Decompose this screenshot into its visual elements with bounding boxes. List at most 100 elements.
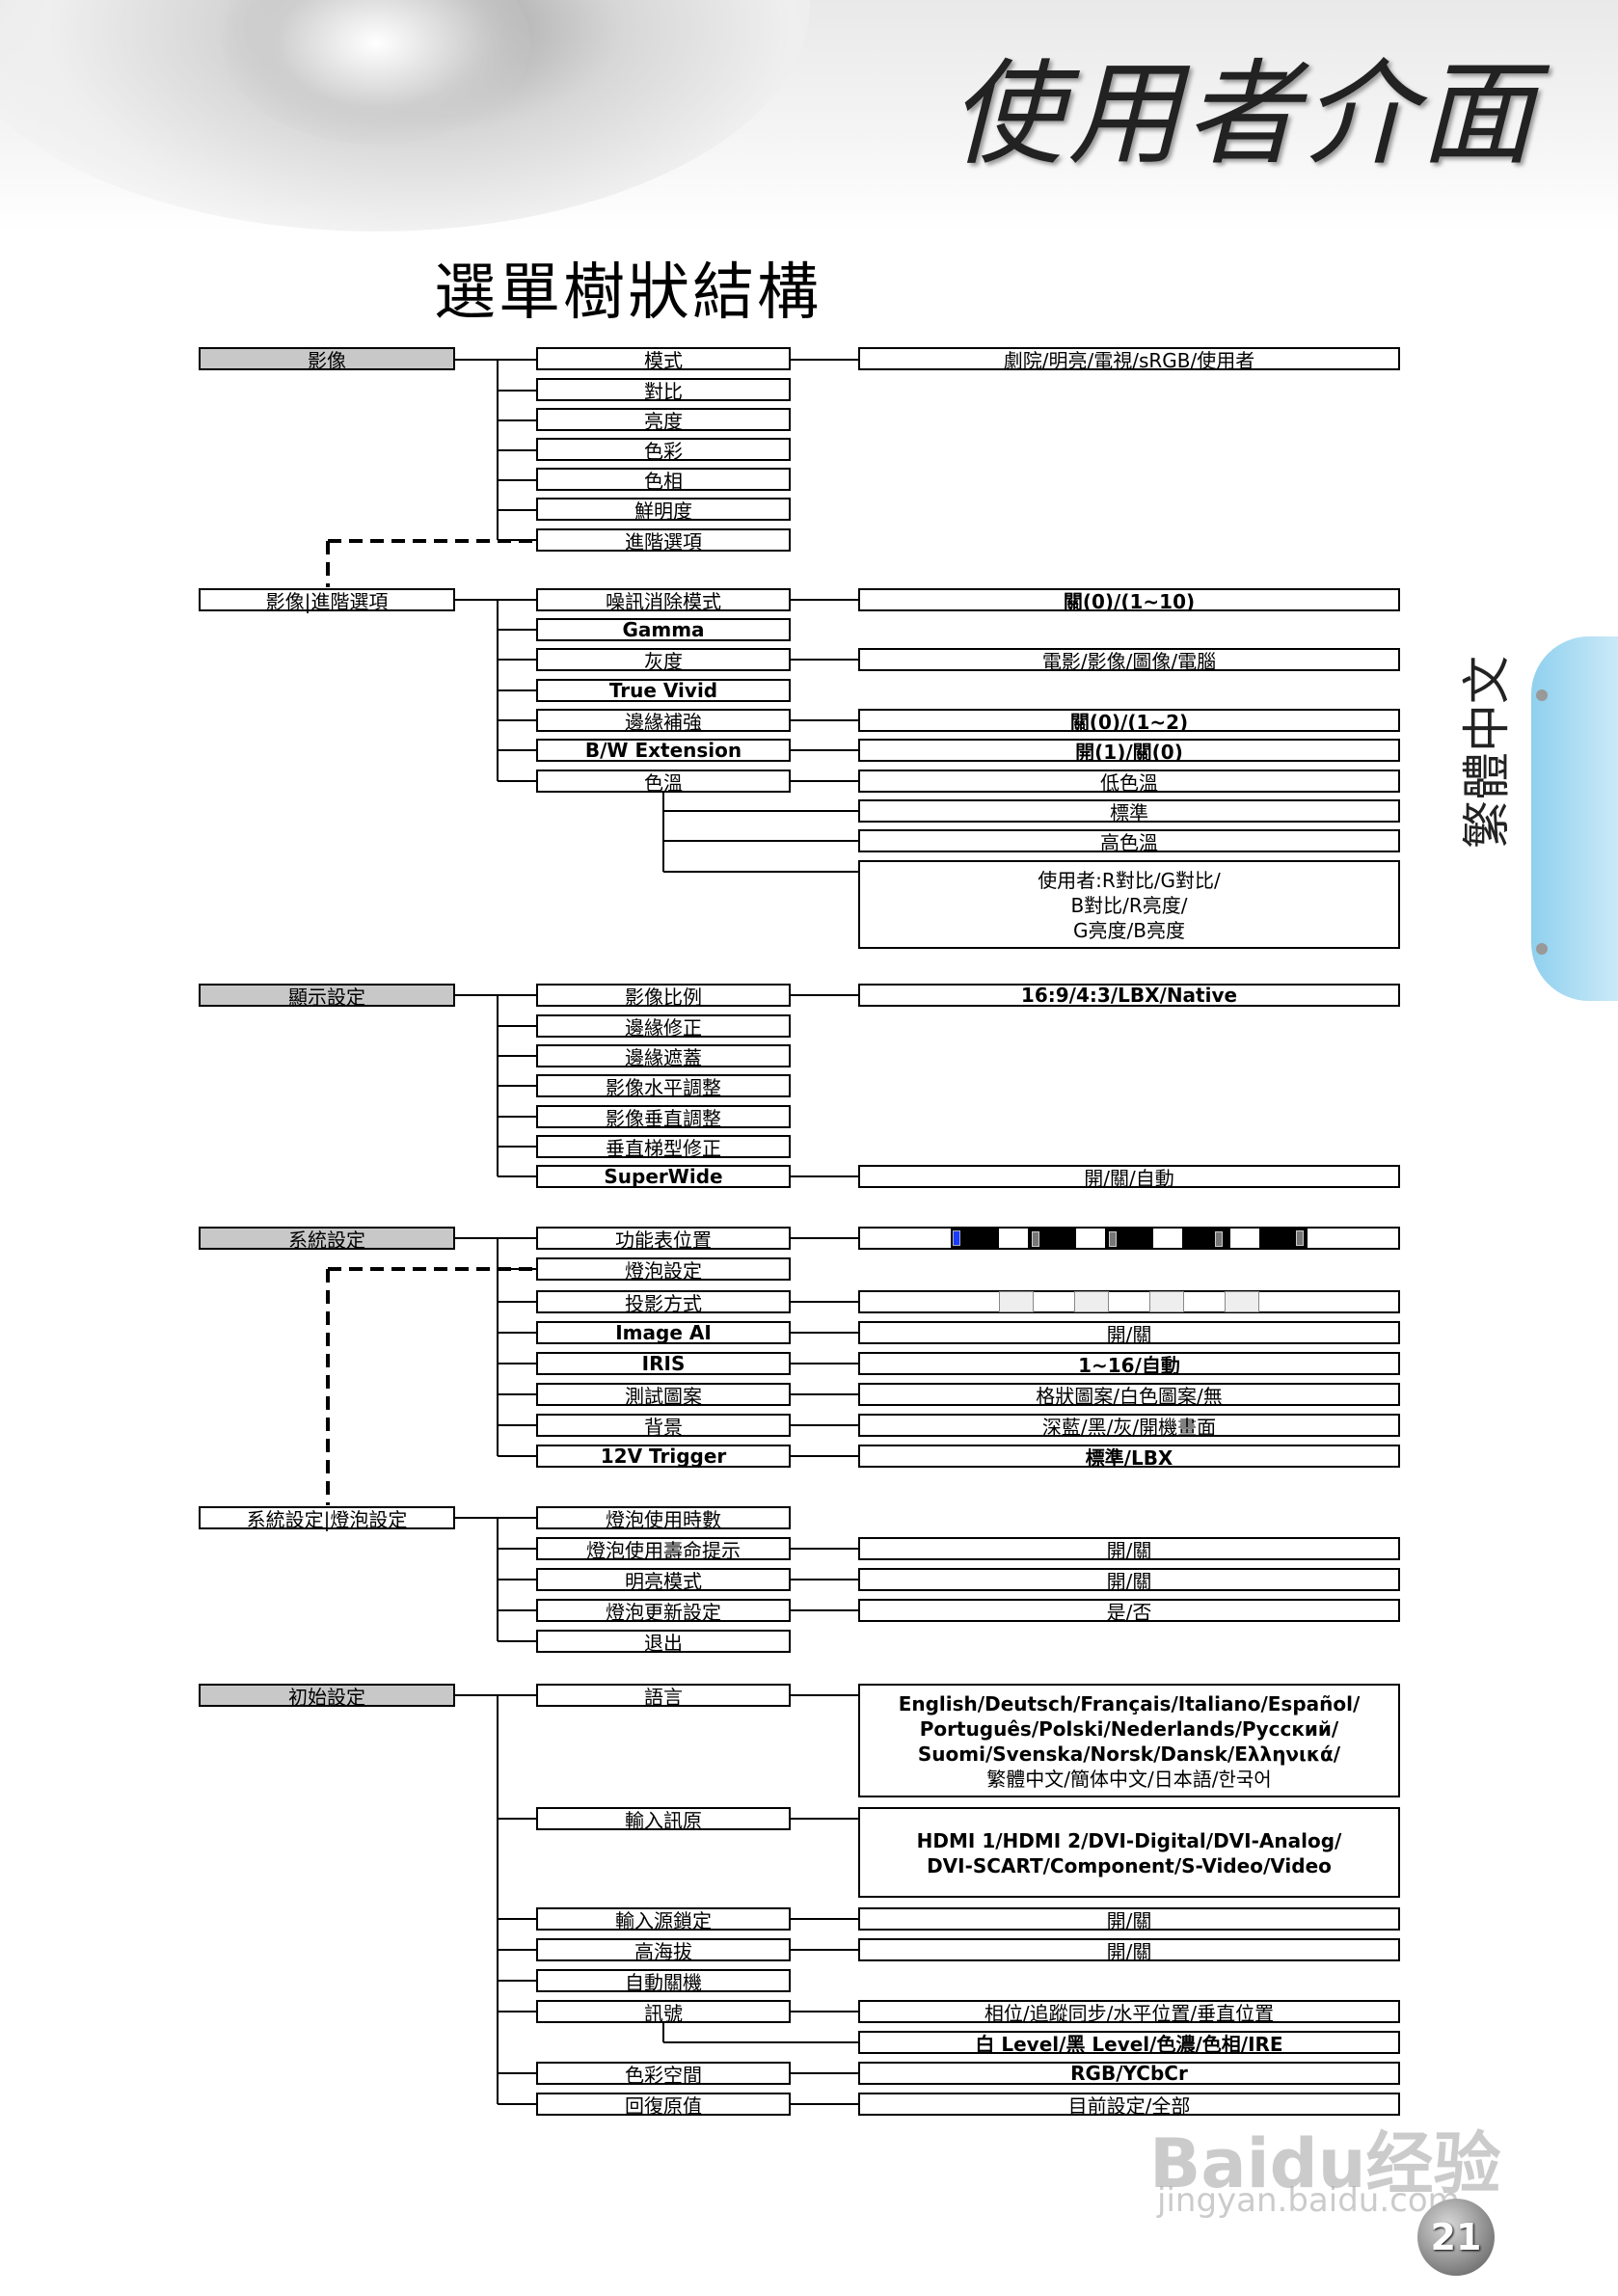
item-edge-enhance: 邊緣補強 — [536, 709, 791, 734]
item-signal: 訊號 — [536, 2000, 791, 2025]
color-space-options: RGB/YCbCr — [858, 2062, 1400, 2085]
signal-options-2: 白 Level/黑 Level/色濃/色相/IRE — [858, 2031, 1400, 2056]
color-temp-high: 高色溫 — [858, 829, 1400, 854]
projector-front-icon — [999, 1291, 1034, 1312]
ratio-options: 16:9/4:3/LBX/Native — [858, 984, 1400, 1007]
gray-options: 電影/影像/圖像/電腦 — [858, 648, 1400, 673]
altitude-options: 開/關 — [858, 1938, 1400, 1963]
menu-position-icon — [1028, 1228, 1076, 1249]
category-setup: 初始設定 — [199, 1684, 455, 1709]
watermark-url: jingyan.baidu.com — [1157, 2181, 1460, 2220]
projection-options — [858, 1290, 1400, 1313]
source-options: HDMI 1/HDMI 2/DVI-Digital/DVI-Analog/ DV… — [858, 1807, 1400, 1898]
header-title: 使用者介面 — [950, 47, 1539, 180]
category-system: 系統設定 — [199, 1227, 455, 1252]
edge-options: 關(0)/(1~2) — [858, 709, 1400, 734]
color-temp-low: 低色溫 — [858, 770, 1400, 795]
trigger-options: 標準/LBX — [858, 1445, 1400, 1470]
mode-options: 劇院/明亮/電視/sRGB/使用者 — [858, 347, 1400, 372]
page-number: 21 — [1417, 2199, 1495, 2276]
item-h-shift: 影像水平調整 — [536, 1074, 791, 1099]
language-line-3: Suomi/Svenska/Norsk/Dansk/Ελληνικά/ — [917, 1742, 1341, 1766]
background-options: 深藍/黑/灰/開機畫面 — [858, 1414, 1400, 1439]
category-lamp: 系統設定|燈泡設定 — [199, 1506, 455, 1531]
user-color-line-2: B對比/R亮度/ — [1070, 894, 1188, 917]
menu-location-options — [858, 1227, 1400, 1250]
test-pattern-options: 格狀圖案/白色圖案/無 — [858, 1383, 1400, 1408]
item-projection: 投影方式 — [536, 1290, 791, 1315]
item-sharpness: 鮮明度 — [536, 498, 791, 523]
menu-position-icon — [1259, 1228, 1308, 1249]
item-gamma: Gamma — [536, 618, 791, 641]
item-bw-extension: B/W Extension — [536, 739, 791, 762]
watermark-logo: Baidu经验 — [1149, 2124, 1501, 2203]
source-line-1: HDMI 1/HDMI 2/DVI-Digital/DVI-Analog/ — [916, 1829, 1342, 1852]
item-source-lock: 輸入源鎖定 — [536, 1907, 791, 1932]
projection-icons — [999, 1290, 1259, 1313]
item-true-vivid: True Vivid — [536, 679, 791, 702]
noise-options: 關(0)/(1~10) — [858, 588, 1400, 613]
item-contrast: 對比 — [536, 378, 791, 403]
iris-options: 1~16/自動 — [858, 1352, 1400, 1377]
language-options: English/Deutsch/Français/Italiano/Españo… — [858, 1684, 1400, 1797]
item-v-shift: 影像垂直調整 — [536, 1105, 791, 1130]
menu-position-icon — [951, 1228, 999, 1249]
user-color-options: 使用者:R對比/G對比/ B對比/R亮度/ G亮度/B亮度 — [858, 860, 1400, 949]
item-iris: IRIS — [536, 1352, 791, 1375]
tab-dot-top — [1536, 689, 1548, 701]
item-input-source: 輸入訊原 — [536, 1807, 791, 1832]
item-test-pattern: 測試圖案 — [536, 1383, 791, 1408]
reset-options: 目前設定/全部 — [858, 2093, 1400, 2118]
item-color-temp: 色溫 — [536, 770, 791, 795]
lamp-reset-options: 是/否 — [858, 1599, 1400, 1624]
language-line-4: 繁體中文/簡体中文/日本語/한국어 — [986, 1768, 1272, 1791]
item-brightness: 亮度 — [536, 408, 791, 433]
image-ai-options: 開/關 — [858, 1321, 1400, 1346]
item-lamp-reminder: 燈泡使用壽命提示 — [536, 1537, 791, 1562]
language-line-1: English/Deutsch/Français/Italiano/Españo… — [898, 1692, 1361, 1715]
tab-dot-bottom — [1536, 943, 1548, 955]
menu-position-icons — [951, 1227, 1308, 1250]
item-grayscale: 灰度 — [536, 648, 791, 673]
item-color: 色彩 — [536, 438, 791, 463]
reminder-options: 開/關 — [858, 1537, 1400, 1562]
projector-ceiling-front-icon — [1149, 1291, 1184, 1312]
bright-mode-options: 開/關 — [858, 1568, 1400, 1593]
item-reset: 回復原值 — [536, 2093, 791, 2118]
item-12v-trigger: 12V Trigger — [536, 1445, 791, 1468]
source-lock-options: 開/關 — [858, 1907, 1400, 1932]
bw-options: 開(1)/關(0) — [858, 739, 1400, 764]
superwide-options: 開/關/自動 — [858, 1165, 1400, 1190]
item-keystone: 垂直梯型修正 — [536, 1135, 791, 1160]
category-image-advanced: 影像|進階選項 — [199, 588, 455, 613]
item-edge-mask: 邊緣修正 — [536, 1014, 791, 1040]
menu-position-icon — [1182, 1228, 1230, 1249]
category-display: 顯示設定 — [199, 984, 455, 1009]
item-advanced: 進階選項 — [536, 528, 791, 554]
item-high-altitude: 高海拔 — [536, 1938, 791, 1963]
item-background: 背景 — [536, 1414, 791, 1439]
user-color-line-3: G亮度/B亮度 — [1073, 919, 1185, 942]
signal-options-1: 相位/追蹤同步/水平位置/垂直位置 — [858, 2000, 1400, 2025]
item-bright-mode: 明亮模式 — [536, 1568, 791, 1593]
item-overscan: 邊緣遮蓋 — [536, 1044, 791, 1069]
source-line-2: DVI-SCART/Component/S-Video/Video — [927, 1854, 1332, 1877]
category-image: 影像 — [199, 347, 455, 372]
item-menu-location: 功能表位置 — [536, 1227, 791, 1252]
item-language: 語言 — [536, 1684, 791, 1709]
projector-rear-icon — [1074, 1291, 1109, 1312]
item-superwide: SuperWide — [536, 1165, 791, 1188]
projector-ceiling-rear-icon — [1225, 1291, 1259, 1312]
item-exit: 退出 — [536, 1630, 791, 1655]
item-noise-reduction: 噪訊消除模式 — [536, 588, 791, 613]
item-mode: 模式 — [536, 347, 791, 372]
item-aspect-ratio: 影像比例 — [536, 984, 791, 1009]
item-lamp-reset: 燈泡更新設定 — [536, 1599, 791, 1624]
item-auto-off: 自動關機 — [536, 1969, 791, 1994]
item-lamp-settings: 燈泡設定 — [536, 1257, 791, 1283]
user-color-line-1: 使用者:R對比/G對比/ — [1038, 869, 1221, 892]
color-temp-standard: 標準 — [858, 799, 1400, 824]
item-image-ai: Image AI — [536, 1321, 791, 1344]
language-line-2: Português/Polski/Nederlands/Русский/ — [919, 1717, 1339, 1741]
